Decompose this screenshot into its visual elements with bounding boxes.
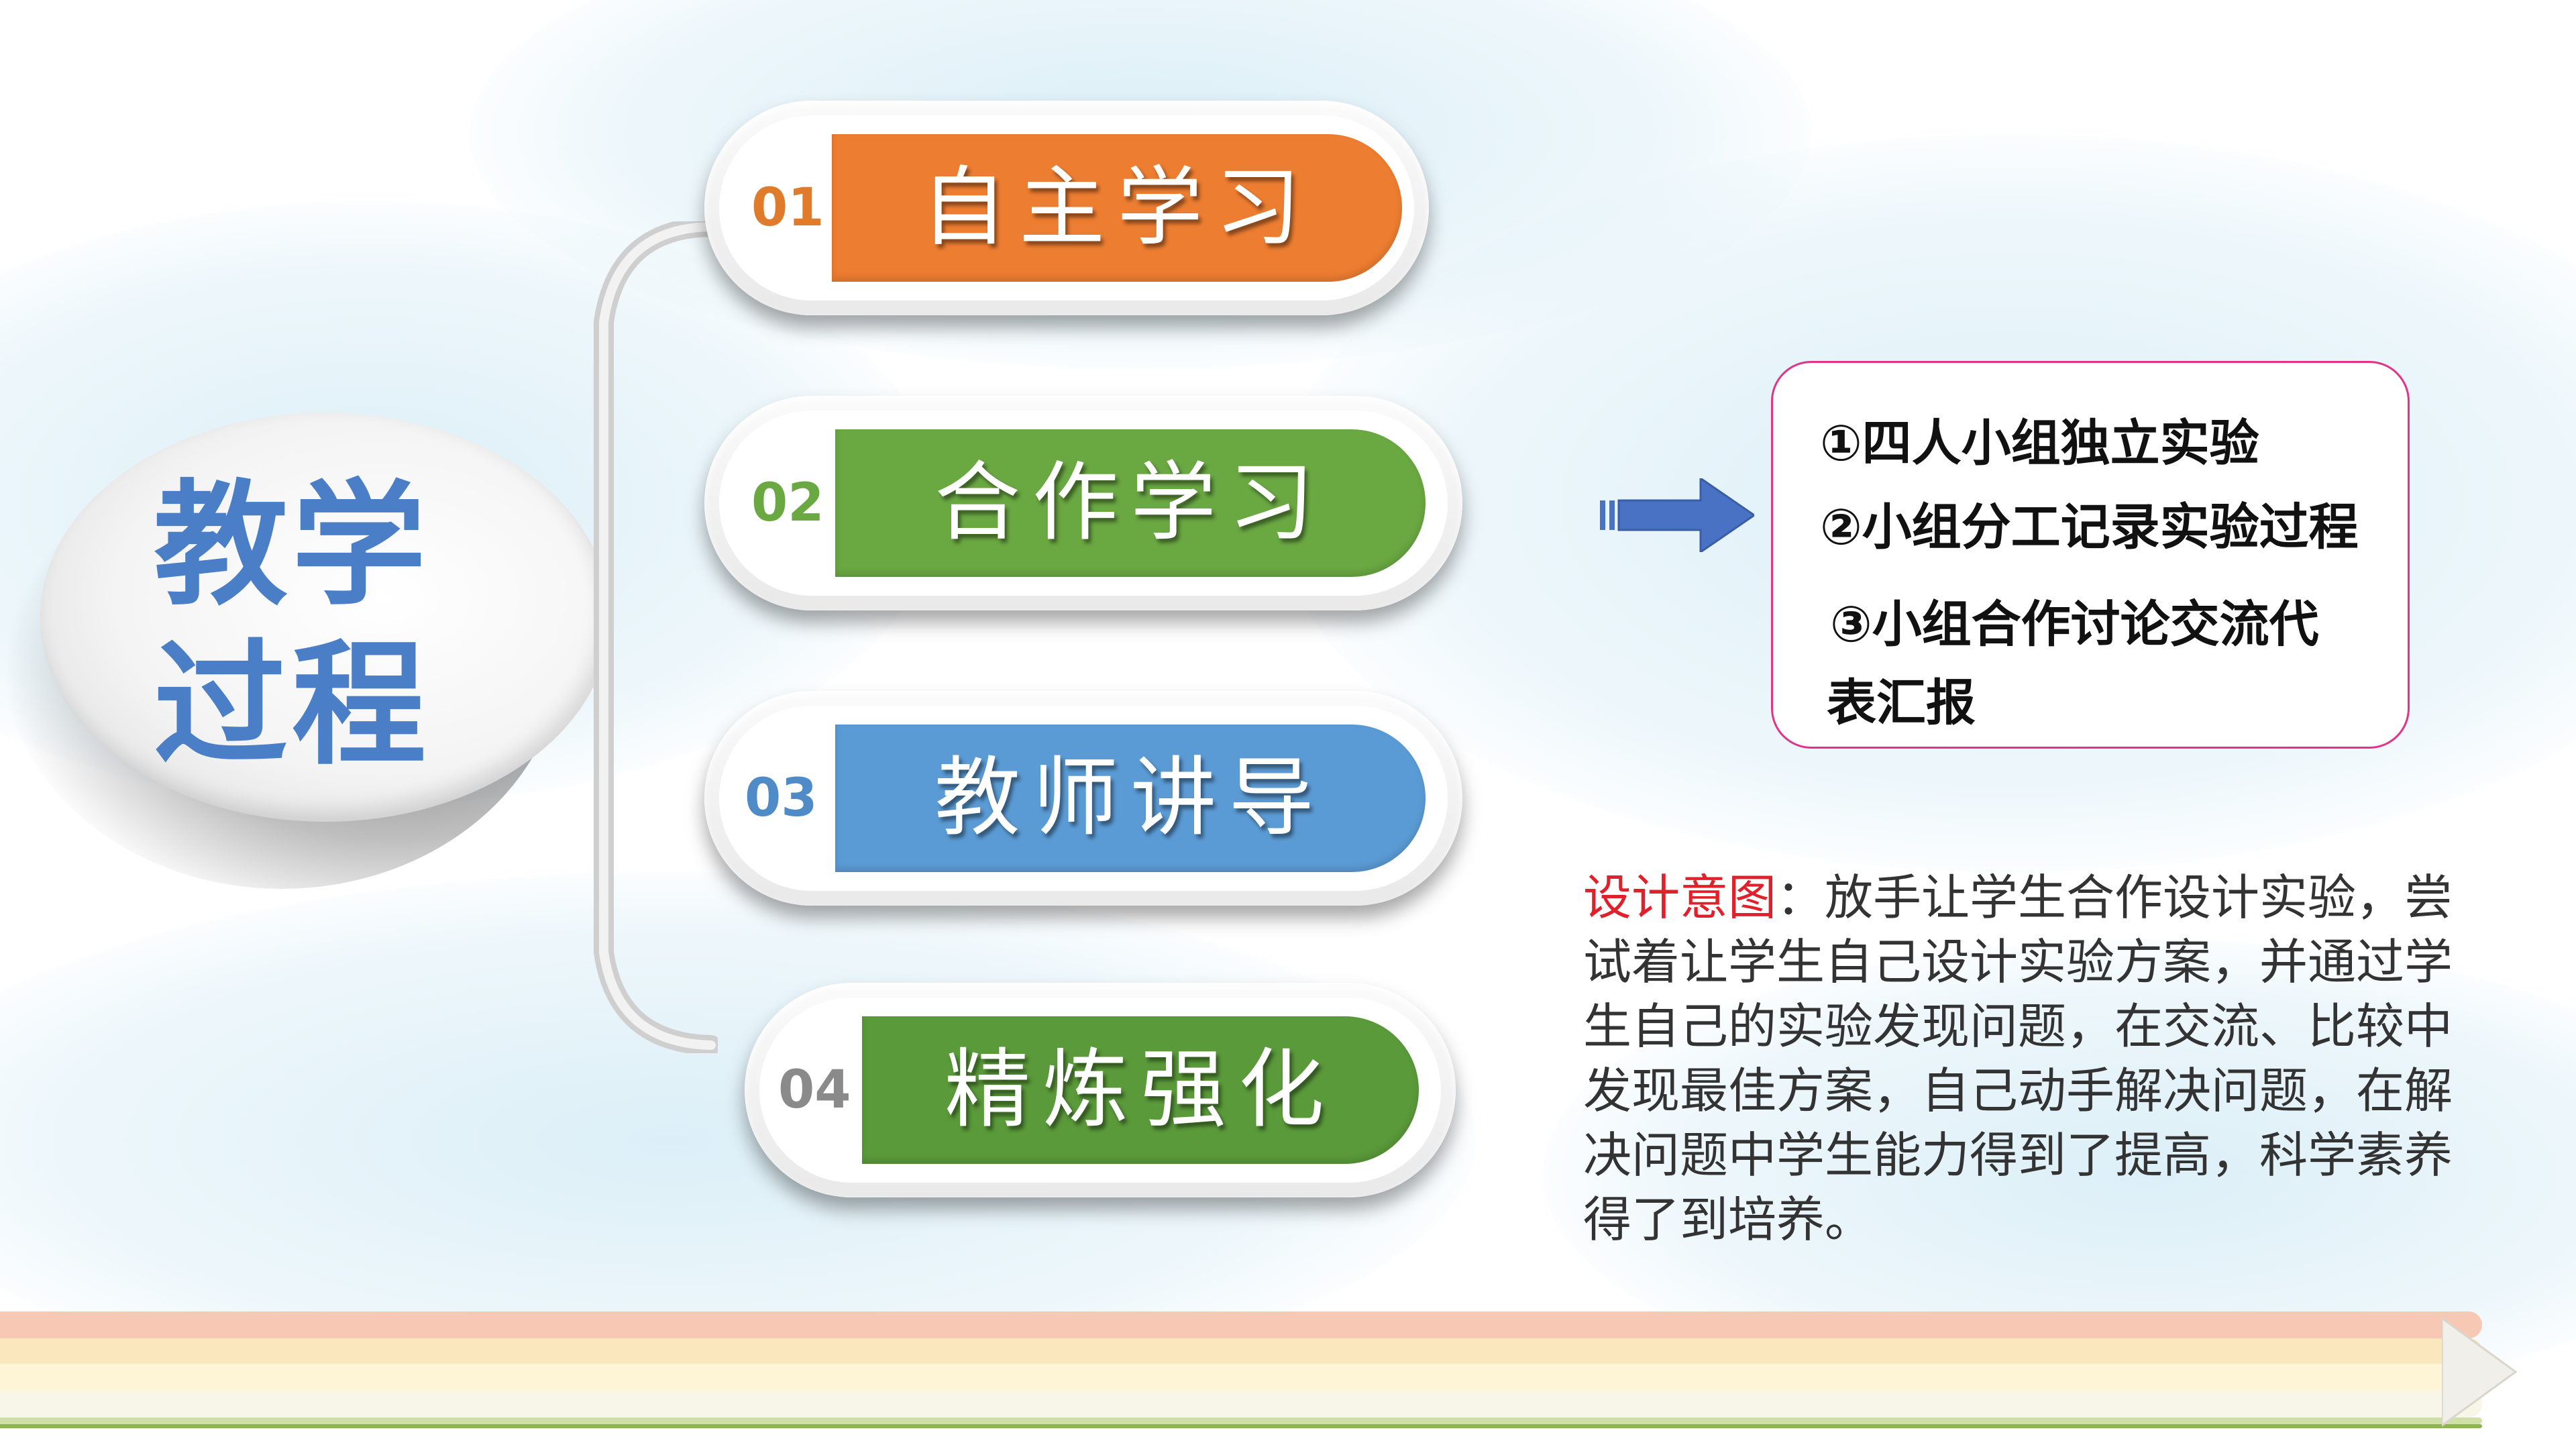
crayon-tip bbox=[2442, 1317, 2518, 1427]
design-intent: 设计意图：放手让学生合作设计实验，尝试着让学生自己设计实验方案，并通过学生自己的… bbox=[1583, 865, 2482, 1252]
detail-item: ①四人小组独立实验 bbox=[1820, 415, 2259, 472]
center-title: 教学 过程 bbox=[141, 466, 443, 786]
step-item-04: 04 精炼强化 bbox=[745, 983, 1456, 1197]
right-arrow-icon bbox=[1600, 478, 1754, 552]
detail-item: ②小组分工记录实验过程 bbox=[1820, 498, 2359, 556]
center-node: 教学 过程 bbox=[0, 406, 610, 889]
step-item-02: 02 合作学习 bbox=[704, 396, 1462, 610]
center-oval bbox=[40, 413, 610, 822]
step-label: 自主学习 bbox=[920, 158, 1313, 258]
design-intent-label: 设计意图 bbox=[1583, 869, 1777, 926]
crayon-decoration bbox=[0, 1311, 2522, 1449]
step-number: 02 bbox=[751, 473, 824, 533]
design-intent-text: ：放手让学生合作设计实验，尝试着让学生自己设计实验方案，并通过学生自己的实验发现… bbox=[1583, 869, 2453, 1248]
step-bar: 精炼强化 bbox=[862, 1016, 1419, 1164]
step-item-03: 03 教师讲导 bbox=[704, 691, 1462, 906]
detail-box: ①四人小组独立实验 ②小组分工记录实验过程 ③小组合作讨论交流代 表汇报 bbox=[1771, 361, 2410, 749]
step-label: 精炼强化 bbox=[944, 1040, 1336, 1140]
detail-item: ③小组合作讨论交流代 bbox=[1830, 596, 2319, 653]
step-bar: 自主学习 bbox=[832, 134, 1402, 282]
step-number: 01 bbox=[751, 178, 824, 238]
bracket-connector bbox=[594, 221, 718, 1053]
step-bar: 合作学习 bbox=[835, 429, 1426, 577]
detail-item: 表汇报 bbox=[1827, 674, 1976, 732]
center-title-line2: 过程 bbox=[153, 627, 430, 784]
center-title-line1: 教学 bbox=[153, 468, 430, 624]
step-bar: 教师讲导 bbox=[835, 724, 1426, 872]
step-number: 04 bbox=[778, 1060, 851, 1120]
step-number: 03 bbox=[745, 768, 818, 828]
step-item-01: 01 自主学习 bbox=[704, 101, 1429, 315]
step-label: 教师讲导 bbox=[934, 748, 1326, 848]
step-label: 合作学习 bbox=[934, 453, 1326, 553]
